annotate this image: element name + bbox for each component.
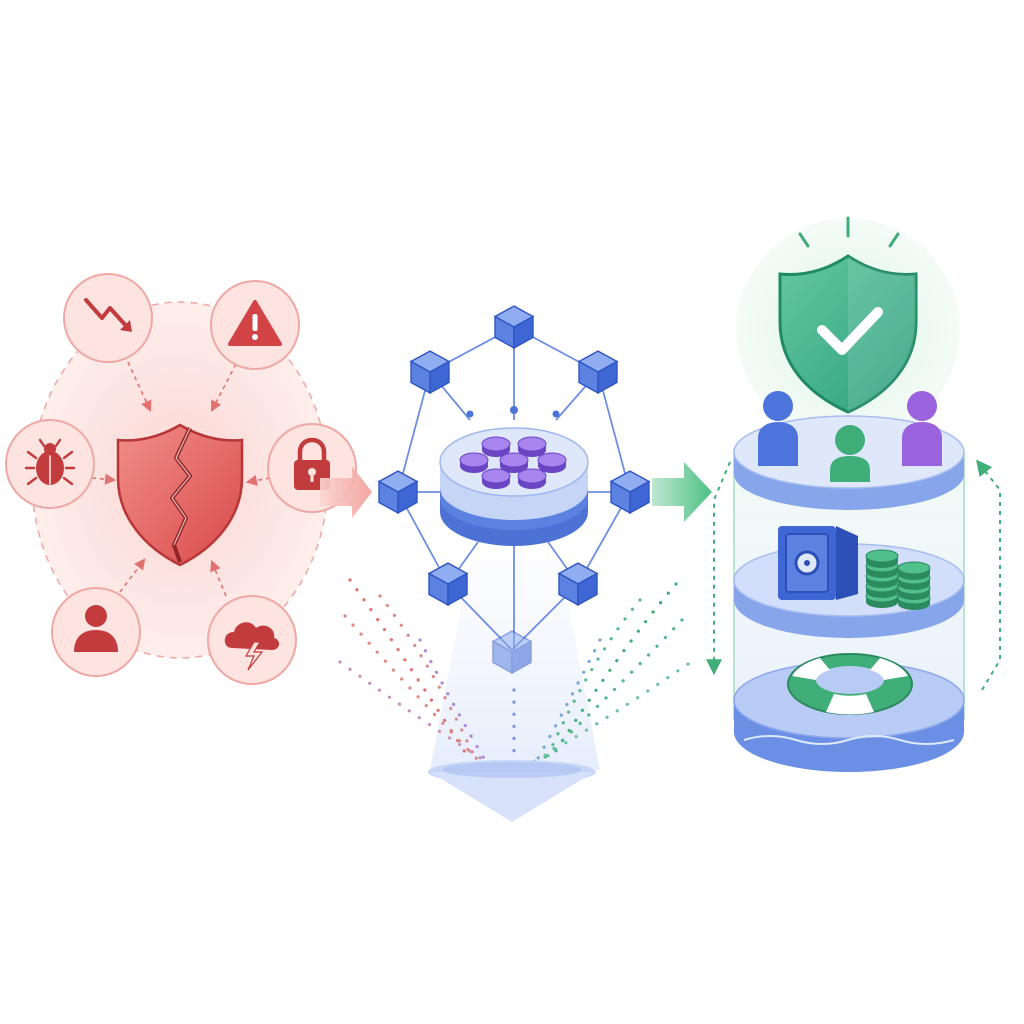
coin <box>865 549 899 568</box>
network-node-cube <box>493 305 535 350</box>
data-streams <box>338 578 690 766</box>
threat-user <box>51 587 141 677</box>
hub-token <box>481 436 511 457</box>
hub-token <box>499 452 529 473</box>
hub-token <box>537 452 567 473</box>
collector-cone <box>428 760 596 822</box>
network-nodes <box>377 305 651 675</box>
hub-token <box>517 468 547 489</box>
network-node-cube <box>557 562 599 607</box>
check-shield-icon <box>778 254 918 414</box>
user-icon <box>74 605 118 652</box>
shield-sparkles <box>798 216 900 248</box>
coin-stack-icon <box>865 549 931 610</box>
network-node-cube <box>377 470 419 515</box>
threat-downtrend <box>63 273 153 363</box>
hub-token <box>481 468 511 489</box>
cracked-shield-icon <box>116 423 244 567</box>
threat-storm <box>207 595 297 685</box>
storm-cloud-icon <box>224 622 280 671</box>
threat-cluster <box>5 273 357 685</box>
network-node-cube <box>577 350 619 395</box>
coin <box>897 561 931 580</box>
network-node-cube <box>427 562 469 607</box>
safe-vault-icon <box>778 526 858 600</box>
warning-triangle-icon <box>228 300 282 346</box>
downtrend-arrow-icon <box>84 298 130 330</box>
resilience-stack <box>706 216 1001 772</box>
transition-arrow-to-network <box>320 466 372 518</box>
person-blue-icon <box>758 391 798 466</box>
hub-tokens <box>459 436 567 489</box>
person-green-icon <box>830 425 870 482</box>
network-node-cube <box>409 350 451 395</box>
network-node-cube <box>491 630 533 675</box>
threat-bug <box>5 419 95 509</box>
hub-token <box>517 436 547 457</box>
data-hub-disk <box>439 427 589 546</box>
threat-warning <box>210 280 300 370</box>
transition-arrow-to-resilience <box>652 462 712 522</box>
hub-token <box>459 452 489 473</box>
person-purple-icon <box>902 391 942 466</box>
network-cluster <box>338 305 690 822</box>
lifebuoy-icon <box>787 653 913 715</box>
network-node-cube <box>609 470 651 515</box>
bug-icon <box>24 438 76 486</box>
threat-arrows <box>91 361 271 597</box>
cycle-arrows <box>706 459 1001 691</box>
